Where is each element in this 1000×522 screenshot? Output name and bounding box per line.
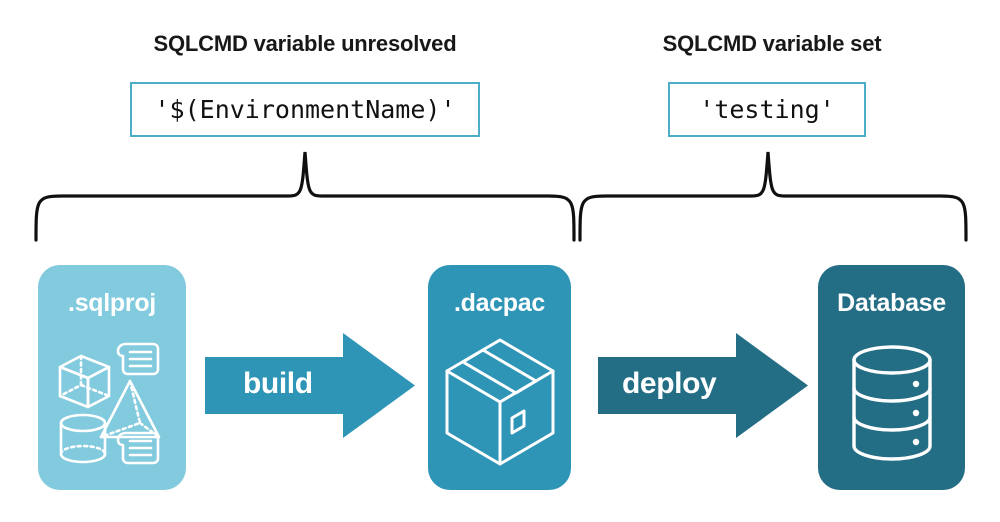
arrow-path [598,333,808,438]
script-scroll-icon-2 [116,431,160,464]
arrow-shape-build [205,333,415,438]
heading-sqlcmd-variable-unresolved: SQLCMD variable unresolved [153,31,457,56]
stage-label-database: Database [837,289,946,317]
right-curly-brace [578,151,968,242]
left-curly-brace [34,151,576,242]
stage-box-database[interactable]: Database [818,265,965,490]
database-cylinder-icon [818,318,965,490]
arrow-label-deploy: deploy [622,367,717,400]
code-box-testing: 'testing' [668,82,866,137]
sql-project-objects-icon [38,318,186,490]
cylinder-icon [59,413,107,463]
arrow-deploy: deploy [598,333,808,438]
arrow-shape-deploy [598,333,808,438]
arrow-path [205,333,415,438]
script-scroll-icon [116,342,160,375]
arrow-build: build [205,333,415,438]
stage-box-dacpac[interactable]: .dacpac [428,265,571,490]
stage-box-sqlproj[interactable]: .sqlproj [38,265,186,490]
stage-label-dacpac: .dacpac [453,289,545,317]
package-box-icon [428,318,571,490]
heading-sqlcmd-variable-set: SQLCMD variable set [662,31,882,56]
arrow-label-build: build [243,367,313,400]
cube-icon [58,354,111,408]
stage-label-sqlproj: .sqlproj [68,289,156,317]
code-box-environment-name: '$(EnvironmentName)' [130,82,480,137]
